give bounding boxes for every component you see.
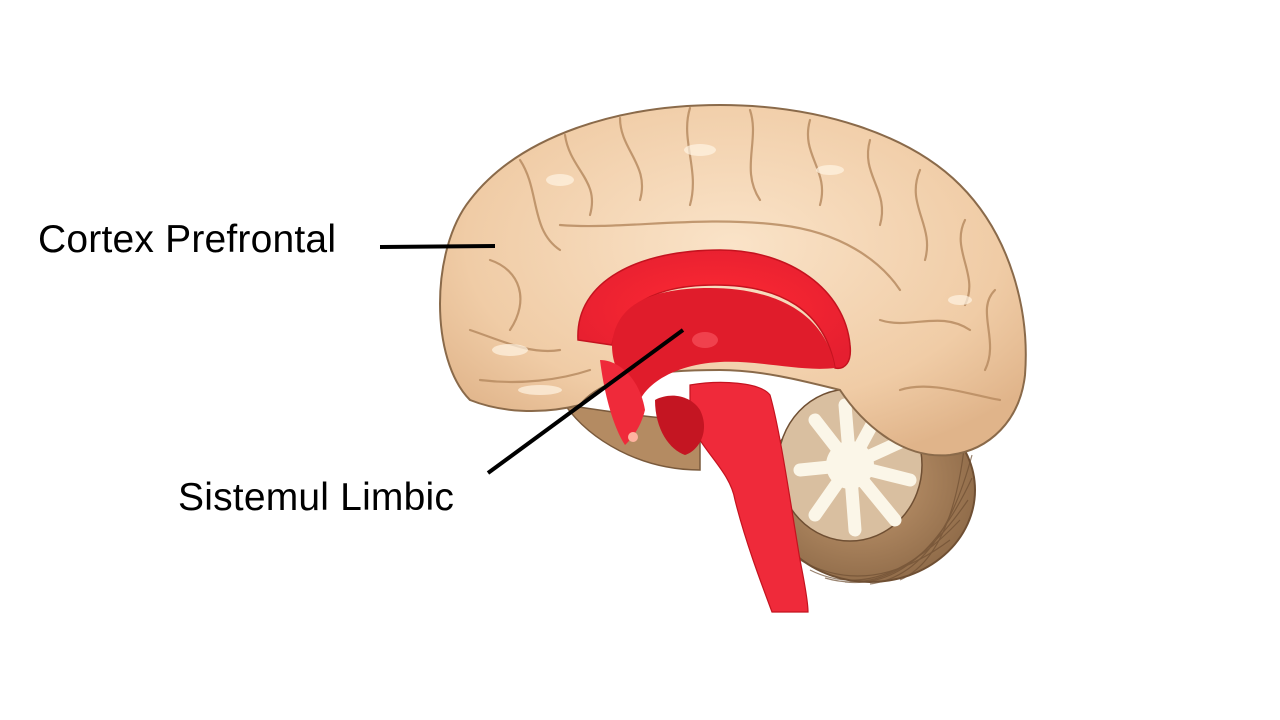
cortex-leader-line (379, 244, 496, 249)
limbic-leader-line (486, 328, 685, 475)
label-cortex-prefrontal: Cortex Prefrontal (38, 218, 337, 261)
label-sistemul-limbic: Sistemul Limbic (178, 476, 455, 519)
limbic-system (577, 249, 852, 613)
